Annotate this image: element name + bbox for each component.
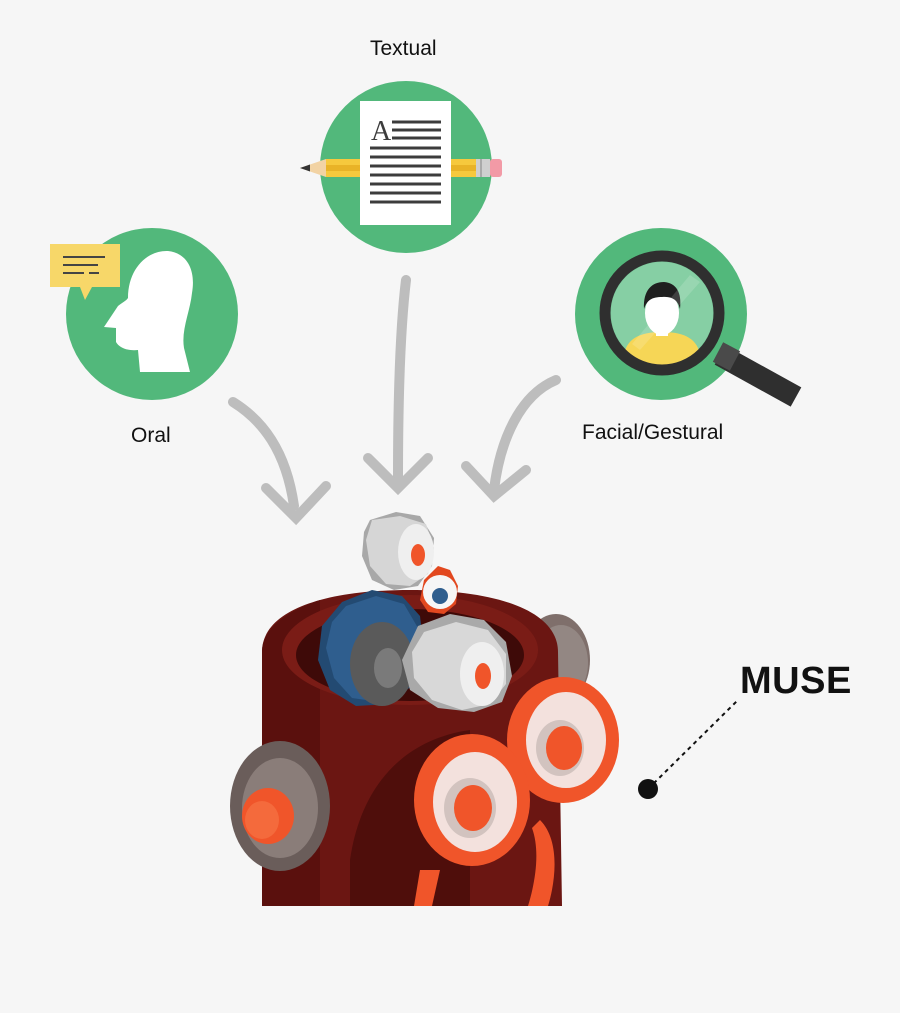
label-oral: Oral [131, 424, 171, 447]
label-textual: Textual [370, 37, 437, 60]
oral-speaking-head-icon [50, 228, 238, 400]
label-facial-gestural: Facial/Gestural [582, 421, 724, 444]
arrow-oral-to-muse [228, 397, 331, 526]
svg-text:A: A [371, 116, 392, 147]
gear-orange-small-icon [420, 566, 458, 614]
gear-blue-icon [318, 590, 424, 706]
label-muse: MUSE [740, 660, 852, 702]
arrow-facial-to-muse [461, 375, 561, 503]
arrow-textual-to-muse [363, 275, 433, 496]
facial-gestural-magnifier-face-icon [575, 228, 802, 407]
textual-document-pencil-icon: A [300, 81, 502, 253]
gear-gray-top-icon [362, 512, 434, 590]
gear-gray-front-icon [402, 614, 512, 712]
muse-leader-line [638, 699, 739, 799]
